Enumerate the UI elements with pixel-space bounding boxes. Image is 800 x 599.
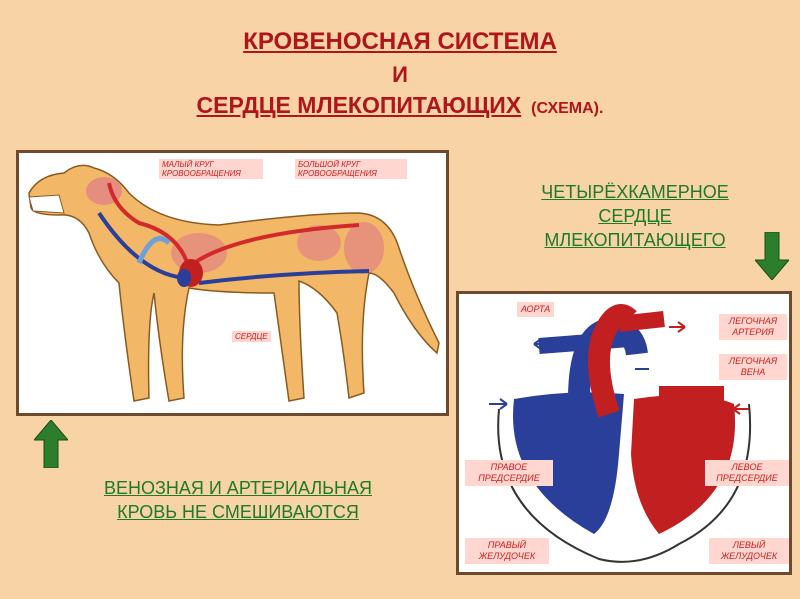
dog-circulation-diagram: МАЛЫЙ КРУГ КРОВООБРАЩЕНИЯ БОЛЬШОЙ КРУГ К… xyxy=(16,150,449,416)
label-big-circle: БОЛЬШОЙ КРУГ КРОВООБРАЩЕНИЯ xyxy=(295,159,407,179)
up-arrow-icon xyxy=(34,420,68,468)
label-aorta: АОРТА xyxy=(517,302,555,317)
note-four-chamber: ЧЕТЫРЁХКАМЕРНОЕ СЕРДЦЕ МЛЕКОПИТАЮЩЕГО xyxy=(520,180,750,252)
note-blood-line-1: ВЕНОЗНАЯ И АРТЕРИАЛЬНАЯ xyxy=(103,478,372,498)
note-four-chamber-line-2: СЕРДЦЕ xyxy=(598,206,672,226)
heart-diagram: АОРТА ЛЕГОЧНАЯ АРТЕРИЯ ЛЕГОЧНАЯ ВЕНА ПРА… xyxy=(456,291,792,575)
label-heart: СЕРДЦЕ xyxy=(232,331,271,342)
label-pulmonary-vein: ЛЕГОЧНАЯ ВЕНА xyxy=(719,354,787,380)
title-line-2: И xyxy=(392,62,408,87)
title-line-1: КРОВЕНОСНАЯ СИСТЕМА xyxy=(243,28,557,55)
note-blood-line-2: КРОВЬ НЕ СМЕШИВАЮТСЯ xyxy=(117,502,359,522)
title-line-3: СЕРДЦЕ МЛЕКОПИТАЮЩИХ (СХЕМА). xyxy=(0,92,800,119)
label-small-circle: МАЛЫЙ КРУГ КРОВООБРАЩЕНИЯ xyxy=(159,159,263,179)
label-right-ventricle: ПРАВЫЙ ЖЕЛУДОЧЕК xyxy=(465,538,549,564)
label-left-ventricle: ЛЕВЫЙ ЖЕЛУДОЧЕК xyxy=(709,538,789,564)
heart-illustration xyxy=(489,304,752,563)
note-four-chamber-line-1: ЧЕТЫРЁХКАМЕРНОЕ xyxy=(541,182,729,202)
dog-illustration xyxy=(28,164,440,402)
note-four-chamber-line-3: МЛЕКОПИТАЮЩЕГО xyxy=(544,230,726,250)
note-blood: ВЕНОЗНАЯ И АРТЕРИАЛЬНАЯ КРОВЬ НЕ СМЕШИВА… xyxy=(58,476,418,524)
label-right-atrium: ПРАВОЕ ПРЕДСЕРДИЕ xyxy=(465,460,553,486)
label-left-atrium: ЛЕВОЕ ПРЕДСЕРДИЕ xyxy=(705,460,789,486)
down-arrow-icon xyxy=(755,232,789,280)
label-pulmonary-artery: ЛЕГОЧНАЯ АРТЕРИЯ xyxy=(719,314,787,340)
title-line-3-note: (СХЕМА). xyxy=(531,100,604,117)
title-line-3-main: СЕРДЦЕ МЛЕКОПИТАЮЩИХ xyxy=(196,92,522,118)
